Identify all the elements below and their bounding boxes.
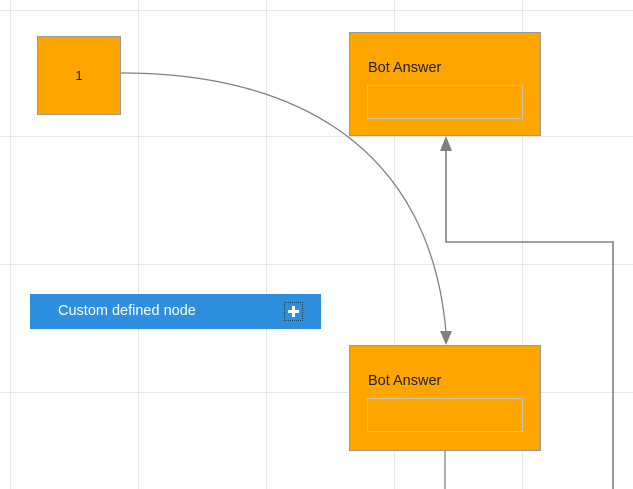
node-bot-answer-top[interactable]: Bot Answer bbox=[349, 32, 541, 136]
connector-orthogonal-loop-to-bot-answer-top[interactable] bbox=[440, 136, 614, 489]
node-1[interactable]: 1 bbox=[37, 36, 121, 115]
node-bot-answer-bottom-slot[interactable] bbox=[367, 398, 523, 432]
node-bot-answer-top-title: Bot Answer bbox=[368, 60, 442, 76]
connector-curved-node1-to-bot-answer-bottom[interactable] bbox=[120, 72, 452, 345]
plus-icon[interactable] bbox=[284, 302, 303, 321]
node-1-label: 1 bbox=[75, 68, 83, 83]
custom-defined-node-label: Custom defined node bbox=[58, 303, 196, 320]
arrowhead-up-icon bbox=[440, 136, 452, 151]
custom-defined-node-item[interactable]: Custom defined node bbox=[30, 294, 321, 329]
arrowhead-down-icon bbox=[440, 331, 452, 345]
node-bot-answer-top-slot[interactable] bbox=[367, 85, 523, 119]
node-bot-answer-bottom[interactable]: Bot Answer bbox=[349, 345, 541, 451]
node-bot-answer-bottom-title: Bot Answer bbox=[368, 373, 442, 389]
